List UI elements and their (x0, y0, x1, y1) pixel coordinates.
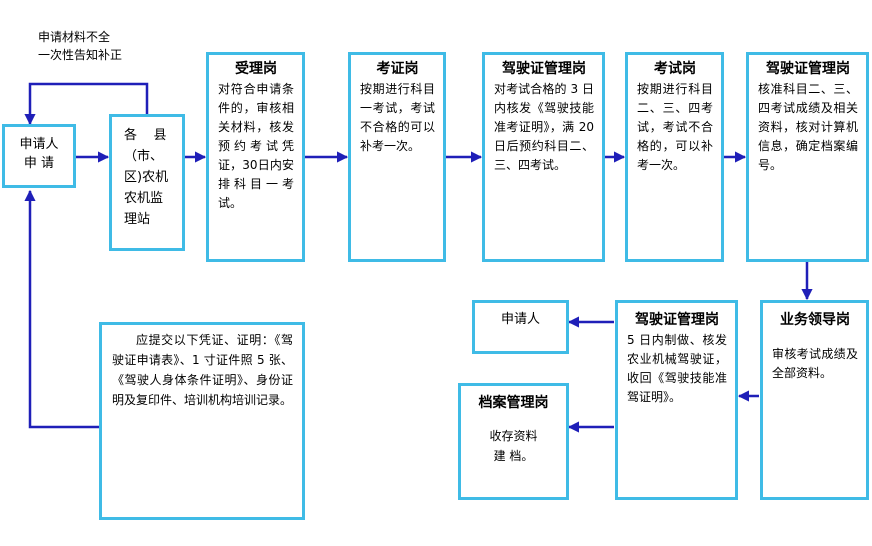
license-mgmt-post-2-box: 驾驶证管理岗 核准科目二、三、四考试成绩及相关资料，核对计算机信息，确定档案编号… (746, 52, 869, 262)
requirements-text: 应提交以下凭证、证明：《驾驶证申请表》、1 寸证件照 5 张、《驾驶人身体条件证… (112, 333, 293, 407)
archive-post-title: 档案管理岗 (478, 395, 549, 411)
license-mgmt-post-2-title: 驾驶证管理岗 (766, 61, 850, 77)
applicant-output-label: 申请人 (501, 312, 541, 327)
cert-exam-post-box: 考证岗 按期进行科目一考试，考试不合格的可以补考一次。 (348, 52, 446, 262)
archive-post-text: 收存资料 建 档。 (469, 426, 558, 466)
applicant-label: 申请人 (19, 137, 59, 152)
business-leader-post-title: 业务领导岗 (780, 312, 850, 328)
archive-text-line-1: 收存资料 (489, 429, 538, 443)
license-mgmt-post-1-box: 驾驶证管理岗 对考试合格的 3 日内核发《驾驶技能准考证明》，满 20 日后预约… (482, 52, 605, 262)
cert-exam-post-title: 考证岗 (376, 61, 419, 77)
applicant-action: 申 请 (23, 156, 55, 171)
license-mgmt-post-3-title: 驾驶证管理岗 (635, 312, 719, 328)
county-station-box: 各 县 （市、 区)农机 农机监 理站 (109, 114, 185, 251)
license-mgmt-post-2-text: 核准科目二、三、四考试成绩及相关资料，核对计算机信息，确定档案编号。 (758, 82, 858, 172)
incomplete-materials-note: 申请材料不全 一次性告知补正 (38, 28, 122, 64)
incomplete-note-line-2: 一次性告知补正 (38, 48, 123, 62)
cert-exam-post-text: 按期进行科目一考试，考试不合格的可以补考一次。 (360, 82, 435, 153)
acceptance-post-box: 受理岗 对符合申请条件的，审核相关材料，核发预约考试凭证，30日内安排科目一考试… (206, 52, 305, 262)
business-leader-post-box: 业务领导岗 审核考试成绩及全部资料。 (760, 300, 869, 500)
station-line-3: 区)农机 (124, 170, 169, 185)
acceptance-post-text: 对符合申请条件的，审核相关材料，核发预约考试凭证，30日内安排科目一考试。 (218, 82, 294, 210)
license-mgmt-post-1-title: 驾驶证管理岗 (502, 61, 586, 77)
applicant-box: 申请人 申 请 (2, 124, 76, 188)
applicant-output-box: 申请人 (472, 300, 569, 354)
station-line-2: （市、 (124, 149, 164, 164)
license-mgmt-post-3-text: 5 日内制做、核发农业机械驾驶证，收回《驾驶技能准驾证明》。 (627, 333, 727, 404)
license-mgmt-post-3-box: 驾驶证管理岗 5 日内制做、核发农业机械驾驶证，收回《驾驶技能准驾证明》。 (615, 300, 738, 500)
station-line-5: 理站 (124, 212, 151, 227)
station-line-4: 农机监 (124, 191, 164, 206)
archive-post-box: 档案管理岗 收存资料 建 档。 (458, 383, 569, 500)
business-leader-post-text: 审核考试成绩及全部资料。 (772, 347, 858, 380)
archive-text-line-2: 建 档。 (493, 449, 534, 463)
exam-post-text: 按期进行科目二、三、四考试，考试不合格的，可以补考一次。 (637, 82, 713, 172)
arrow-requirements-to-applicant (24, 189, 99, 429)
exam-post-box: 考试岗 按期进行科目二、三、四考试，考试不合格的，可以补考一次。 (625, 52, 724, 262)
incomplete-note-line-1: 申请材料不全 (38, 30, 111, 44)
station-line-1: 各 县 (124, 128, 167, 143)
exam-post-title: 考试岗 (654, 61, 696, 77)
acceptance-post-title: 受理岗 (235, 61, 277, 77)
requirements-box: 应提交以下凭证、证明：《驾驶证申请表》、1 寸证件照 5 张、《驾驶人身体条件证… (99, 322, 305, 520)
license-mgmt-post-1-text: 对考试合格的 3 日内核发《驾驶技能准考证明》，满 20 日后预约科目二、三、四… (494, 82, 594, 172)
